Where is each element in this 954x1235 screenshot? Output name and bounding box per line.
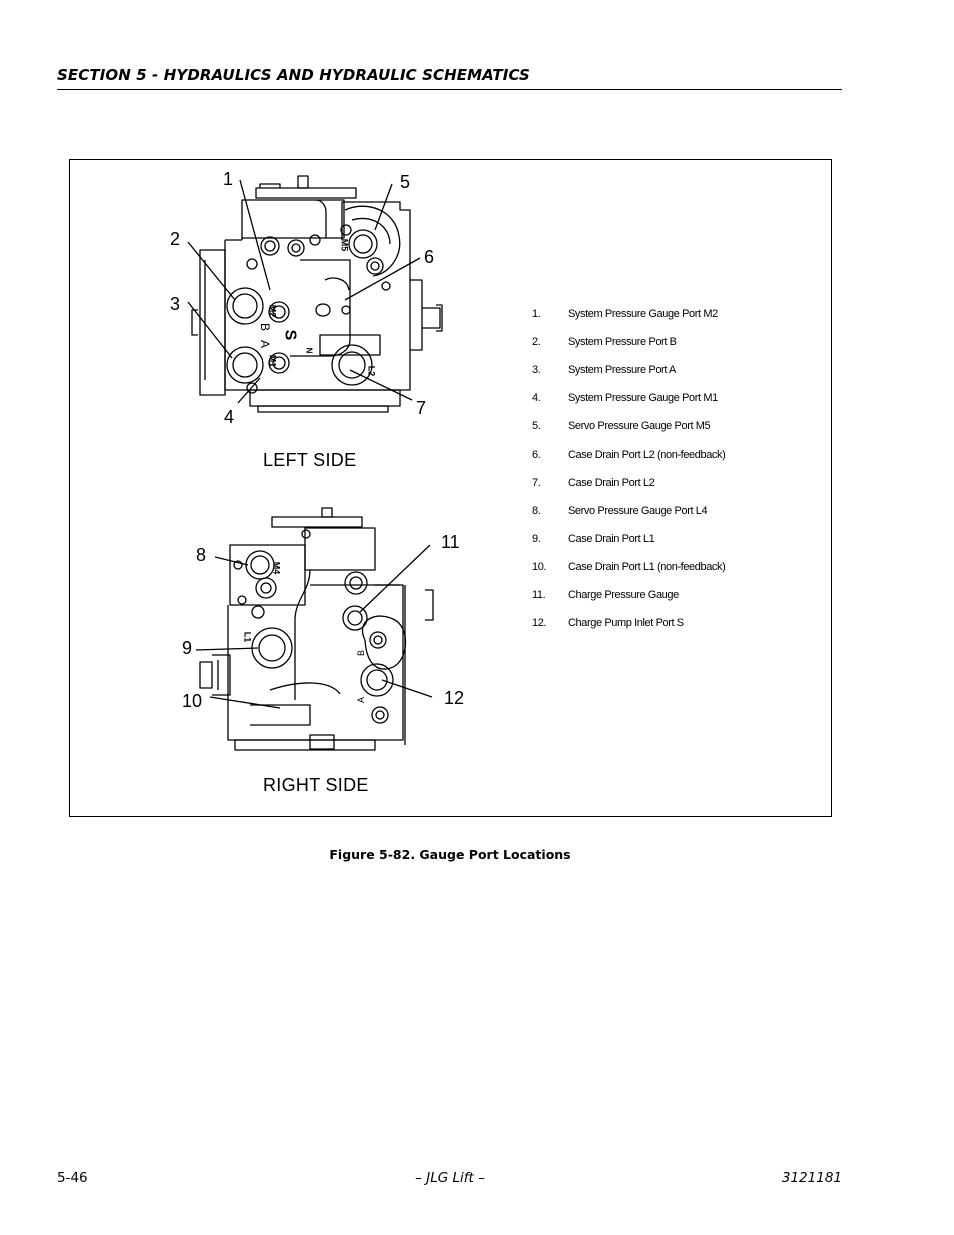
- marking-n: N: [304, 347, 314, 354]
- marking-l2: L2: [366, 365, 377, 377]
- marking-m1: M1: [267, 354, 278, 368]
- marking-b: B: [258, 322, 273, 332]
- doc-number: 3121181: [781, 1170, 842, 1186]
- section-title: SECTION 5 - HYDRAULICS AND HYDRAULIC SCH…: [57, 66, 530, 84]
- page-number: 5-46: [57, 1170, 88, 1186]
- pump-drawing: [187, 175, 443, 751]
- marking-l1: L1: [242, 631, 253, 643]
- marking-b-right: B: [356, 649, 367, 657]
- marking-a-right: A: [356, 696, 367, 704]
- header-rule: [57, 89, 842, 90]
- marking-a: A: [258, 339, 273, 349]
- callout-10: 10: [182, 691, 203, 711]
- callout-3: 3: [170, 294, 181, 314]
- footer-center: – JLG Lift –: [415, 1170, 485, 1186]
- marking-m5: M5: [339, 238, 350, 252]
- marking-s: S: [281, 329, 299, 341]
- figure-caption: Figure 5-82. Gauge Port Locations: [329, 847, 571, 862]
- callout-4: 4: [224, 407, 235, 427]
- callout-5: 5: [400, 172, 411, 192]
- callout-9: 9: [182, 638, 193, 658]
- callout-1: 1: [223, 169, 234, 189]
- marking-m4: M4: [271, 561, 282, 575]
- right-side-pump-drawing: [195, 507, 434, 751]
- callout-2: 2: [170, 229, 181, 249]
- marking-m2: M2: [267, 304, 278, 318]
- callout-6: 6: [424, 247, 435, 267]
- callout-8: 8: [196, 545, 207, 565]
- callout-11: 11: [441, 532, 460, 552]
- left-side-pump-drawing: [187, 175, 443, 413]
- right-side-label: RIGHT SIDE: [263, 775, 369, 795]
- callout-7: 7: [416, 398, 427, 418]
- figure-frame: M2 M1 M5 L2 B A S N M4 L1 B A 1 2 3 4 5 …: [69, 159, 832, 817]
- left-side-label: LEFT SIDE: [263, 450, 357, 470]
- callout-12: 12: [444, 688, 465, 708]
